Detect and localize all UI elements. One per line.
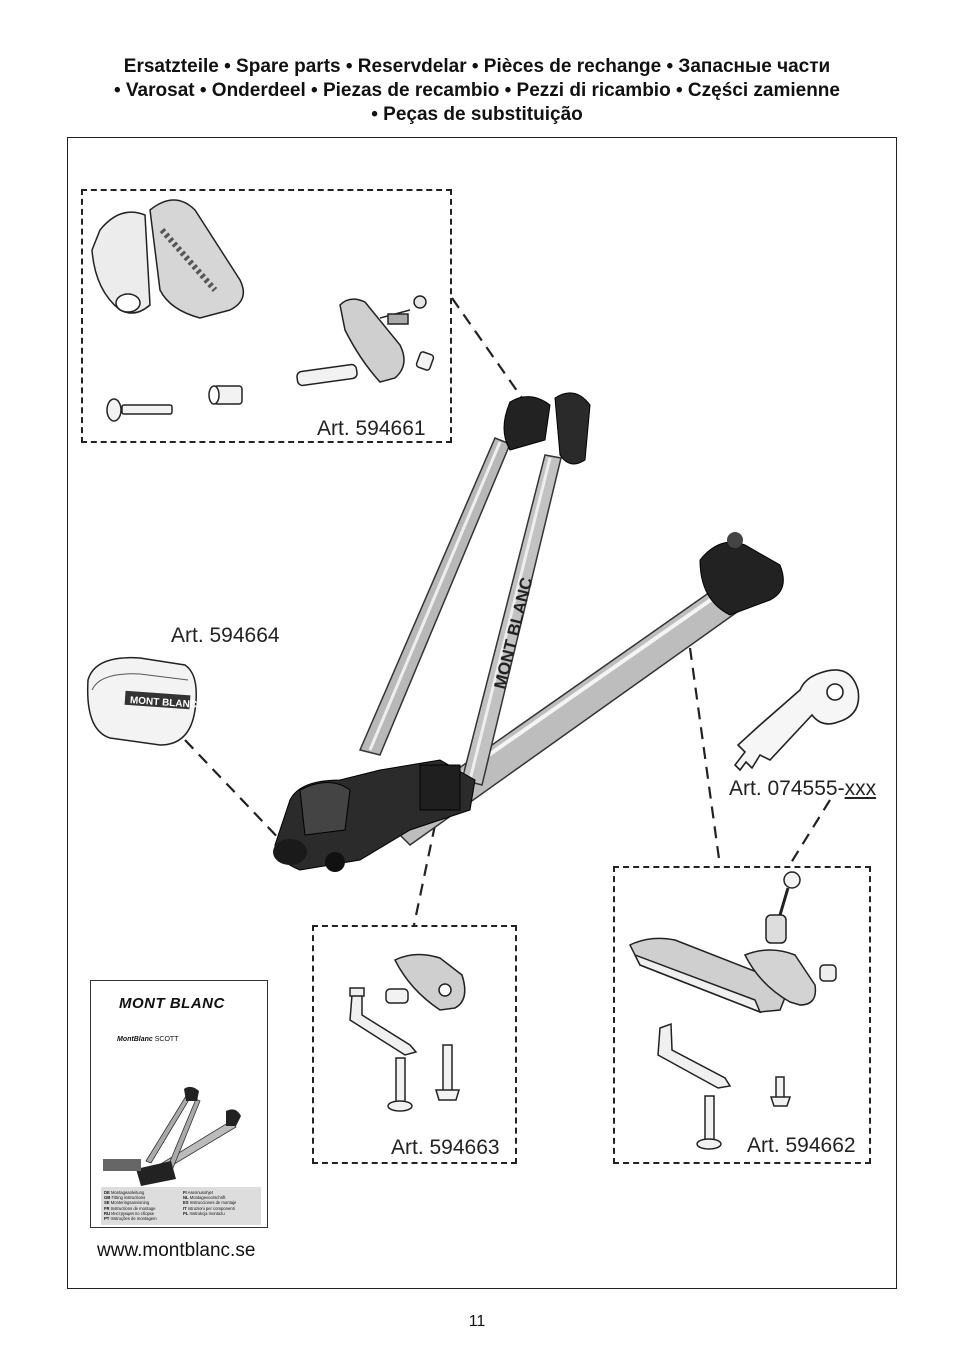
lang-se: SE Monteringsanvisning bbox=[104, 1200, 150, 1206]
lang-ru: RU Инструкция по сборке bbox=[104, 1210, 155, 1216]
lang-pt: PT Instruções de montagem bbox=[104, 1216, 157, 1222]
label-art-074555: Art. 074555-xxx bbox=[729, 777, 876, 801]
manual-languages-left: DE Montageanleitung GB Fitting instructi… bbox=[104, 1190, 157, 1221]
bracket-2-icon bbox=[657, 1022, 732, 1089]
lock-assembly-icon bbox=[628, 871, 837, 1014]
manual-logo: MONT BLANC bbox=[119, 995, 225, 1012]
key-icon bbox=[733, 669, 860, 772]
manual-model-name: SCOTT bbox=[154, 1036, 179, 1043]
parts-frame bbox=[67, 137, 897, 1289]
lang-fi: FI Asennusohjet bbox=[183, 1190, 214, 1195]
label-art-594662: Art. 594662 bbox=[747, 1134, 856, 1157]
rack-branding: MONT BLANC bbox=[490, 575, 536, 690]
manual-rack-icon bbox=[103, 1086, 241, 1186]
part-group-594663 bbox=[312, 925, 517, 1164]
label-art-074555-suffix: xxx bbox=[844, 777, 877, 800]
end-cap-icon: MONT BLANC bbox=[86, 656, 198, 746]
manual-languages: DE Montageanleitung GB Fitting instructi… bbox=[101, 1187, 261, 1225]
label-art-594663: Art. 594663 bbox=[391, 1136, 500, 1159]
screw-2-icon bbox=[696, 1095, 722, 1150]
instruction-manual: MONT BLANC MontBlanc SCOTT DE Montageanl… bbox=[90, 980, 268, 1228]
manual-model: MontBlanc SCOTT bbox=[117, 1036, 178, 1043]
page-title: Ersatzteile • Spare parts • Reservdelar … bbox=[0, 55, 954, 127]
bolt-icon bbox=[106, 398, 173, 422]
axle-pin-icon bbox=[296, 363, 358, 387]
title-line-3: • Peças de substituição bbox=[371, 104, 583, 125]
cap-branding: MONT BLANC bbox=[130, 695, 198, 711]
screw-icon bbox=[387, 1057, 413, 1112]
spacer-sleeve-icon bbox=[208, 385, 243, 405]
pivot-sleeve-icon bbox=[385, 988, 409, 1004]
t-bolt-2-icon bbox=[769, 1076, 792, 1107]
lang-it: IT Istruzioni per componenti bbox=[183, 1205, 235, 1211]
title-line-1: Ersatzteile • Spare parts • Reservdelar … bbox=[123, 56, 831, 77]
manual-model-brand: MontBlanc bbox=[117, 1036, 153, 1043]
leader-lines bbox=[184, 297, 831, 926]
part-group-594662 bbox=[613, 866, 871, 1164]
bike-rack-icon: MONT BLANC bbox=[273, 392, 784, 872]
lang-nl: NL Montagevoorschrift bbox=[183, 1195, 226, 1201]
lock-head-icon bbox=[339, 295, 427, 383]
t-bolt-icon bbox=[434, 1044, 461, 1101]
clamp-pads-icon bbox=[91, 199, 245, 319]
lang-de: DE Montageanleitung bbox=[104, 1190, 145, 1195]
label-art-594661: Art. 594661 bbox=[317, 417, 426, 440]
manual-languages-right: FI Asennusohjet NL Montagevoorschrift ES… bbox=[183, 1190, 236, 1216]
part-group-594661 bbox=[81, 189, 452, 443]
label-art-074555-prefix: Art. 074555- bbox=[729, 777, 845, 800]
website-link[interactable]: www.montblanc.se bbox=[97, 1240, 256, 1261]
bracket-icon bbox=[349, 987, 418, 1056]
lang-gb: GB Fitting instructions bbox=[104, 1195, 146, 1201]
clamp-jaw-icon bbox=[393, 953, 466, 1011]
label-art-594664: Art. 594664 bbox=[171, 624, 280, 647]
lang-es: ES Instrucciones de montaje bbox=[183, 1200, 237, 1206]
lang-fr: FR Instructions de montage bbox=[104, 1205, 156, 1211]
title-line-2: • Varosat • Onderdeel • Piezas de recamb… bbox=[114, 80, 840, 101]
lang-pl: PL Instrukcja montażu bbox=[183, 1210, 225, 1216]
page-number: 11 bbox=[468, 1313, 486, 1330]
small-sleeve-icon bbox=[415, 351, 435, 371]
